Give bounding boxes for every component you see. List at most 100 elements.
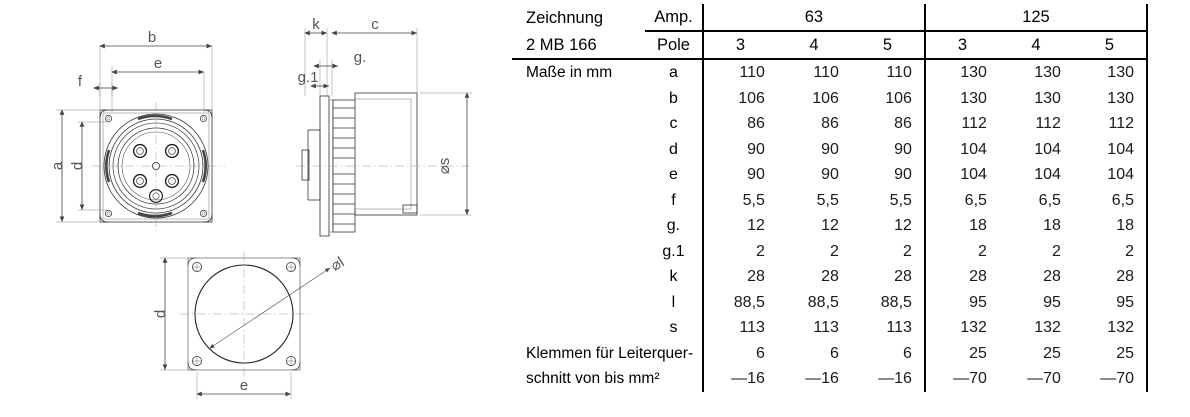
cell-value: 106	[701, 85, 777, 111]
pole-63-4: 4	[776, 31, 851, 60]
row-key: l	[671, 293, 676, 311]
drawing-svg: b e f a d k c g. g.1 ⌀s d e ⌀l	[49, 16, 472, 399]
cell-value: 28	[923, 264, 999, 290]
cell-value: 5,5	[889, 191, 912, 209]
dim-label-diameter-s: ⌀s	[436, 158, 453, 175]
cell-value: 132	[1072, 315, 1149, 341]
dim-label-c: c	[371, 16, 379, 33]
cell-value: 6,5	[1072, 187, 1149, 213]
table-row: c 86 86 86 112 112 112	[512, 111, 1149, 137]
cell-value: 2	[1072, 238, 1149, 264]
dimension-table-panel: Zeichnung Amp. 63 125 2 MB 166 Pole 3 4 …	[512, 4, 1149, 408]
dim-label-f: f	[78, 73, 83, 90]
side-view-group	[296, 28, 472, 237]
cell-value: 25	[1043, 344, 1061, 362]
pole-125-3: 3	[923, 31, 999, 60]
row-key: s	[669, 319, 678, 336]
terminal-desc-line1: Klemmen für Leiterquer-	[526, 344, 694, 362]
cell-value: 113	[813, 319, 839, 336]
cell-value: 12	[821, 217, 839, 234]
cell-value: 113	[886, 319, 912, 336]
cell-value: 104	[923, 136, 999, 162]
table-body: Zeichnung Amp. 63 125 2 MB 166 Pole 3 4 …	[512, 4, 1149, 392]
dim-label-b: b	[148, 29, 156, 46]
mounting-pattern-group	[160, 252, 331, 399]
cell-value: 104	[923, 162, 999, 188]
row-key: e	[669, 166, 678, 183]
cell-value: 86	[701, 111, 777, 137]
cell-value: 95	[1043, 293, 1061, 311]
row-key: c	[669, 115, 678, 132]
cell-value: 130	[1034, 64, 1061, 81]
table-row: e 90 90 90 104 104 104	[512, 162, 1149, 188]
cell-value: 104	[1034, 140, 1061, 158]
row-key: f	[671, 191, 676, 209]
table-row-terminal: schnitt von bis mm² —16 —16 —16 —70 —70 …	[512, 366, 1149, 392]
dim-label-d: d	[69, 162, 86, 170]
dim-label-g1: g.1	[298, 69, 319, 86]
row-key: g.	[666, 217, 681, 234]
row-key: g.1	[662, 242, 685, 260]
spacer-cell	[512, 213, 645, 239]
cell-value: 110	[701, 59, 777, 86]
terminal-desc-line2: schnitt von bis mm²	[526, 370, 660, 387]
cell-value: 2	[1052, 242, 1061, 260]
cell-value: 90	[894, 166, 912, 183]
spacer-cell	[512, 162, 645, 188]
cell-value: 130	[1072, 59, 1149, 86]
cell-value: —16	[805, 370, 839, 387]
dim-label-k: k	[312, 16, 320, 33]
cell-value: 110	[886, 64, 912, 81]
cell-value: 25	[923, 340, 999, 366]
cell-value: 112	[923, 111, 999, 137]
cell-value: 95	[1072, 289, 1149, 315]
dim-label-diameter-l: ⌀l	[328, 254, 348, 275]
cell-value: 90	[821, 140, 839, 158]
cell-value: 106	[812, 89, 839, 107]
pole-63-3: 3	[701, 31, 777, 60]
dim-label-a: a	[49, 161, 66, 170]
dim-label-g: g.	[354, 49, 367, 66]
cell-value: 90	[894, 140, 912, 158]
cell-value: 113	[701, 315, 777, 341]
spacer-cell	[512, 188, 645, 214]
cell-value: 95	[923, 289, 999, 315]
amp-group-63: 63	[701, 4, 925, 32]
cell-value: —70	[923, 366, 999, 392]
table-row-terminal: Klemmen für Leiterquer- 6 6 6 25 25 25	[512, 340, 1149, 366]
table-header-row-amp: Zeichnung Amp. 63 125	[512, 4, 1149, 32]
cell-value: 86	[894, 115, 912, 132]
spacer-cell	[512, 315, 645, 341]
cell-value: 112	[1035, 115, 1061, 132]
cell-value: 12	[701, 213, 777, 239]
spacer-cell	[512, 137, 645, 163]
cell-value: 104	[1072, 136, 1149, 162]
cell-value: 88,5	[880, 293, 912, 311]
cell-value: 86	[821, 115, 839, 132]
table-row: d 90 90 90 104 104 104	[512, 136, 1149, 163]
cell-value: 130	[923, 59, 999, 86]
cell-value: 6	[903, 344, 912, 362]
row-key: b	[669, 89, 678, 107]
units-label: Maße in mm	[526, 64, 613, 81]
table-row: f 5,5 5,5 5,5 6,5 6,5 6,5	[512, 187, 1149, 214]
row-key: a	[669, 64, 678, 81]
table-row: l 88,5 88,5 88,5 95 95 95	[512, 289, 1149, 315]
cell-value: 18	[1072, 213, 1149, 239]
table-row: g.1 2 2 2 2 2 2	[512, 238, 1149, 264]
pole-label: Pole	[645, 31, 703, 60]
table-header-row-pole: 2 MB 166 Pole 3 4 5 3 4 5	[512, 31, 1149, 60]
cell-value: 25	[1072, 340, 1149, 366]
amp-group-125: 125	[923, 4, 1149, 32]
pole-125-4: 4	[998, 31, 1073, 60]
cell-value: 5,5	[816, 191, 839, 209]
cell-value: 2	[923, 238, 999, 264]
dim-label-e: e	[154, 55, 162, 72]
cell-value: 112	[1072, 111, 1149, 137]
drawing-number: 2 MB 166	[512, 31, 645, 60]
cell-value: 6	[701, 340, 777, 366]
drawing-label: Zeichnung	[526, 9, 604, 27]
cell-value: 90	[701, 162, 777, 188]
cell-value: 18	[923, 213, 999, 239]
dim-label-d-bottom: d	[152, 310, 169, 318]
